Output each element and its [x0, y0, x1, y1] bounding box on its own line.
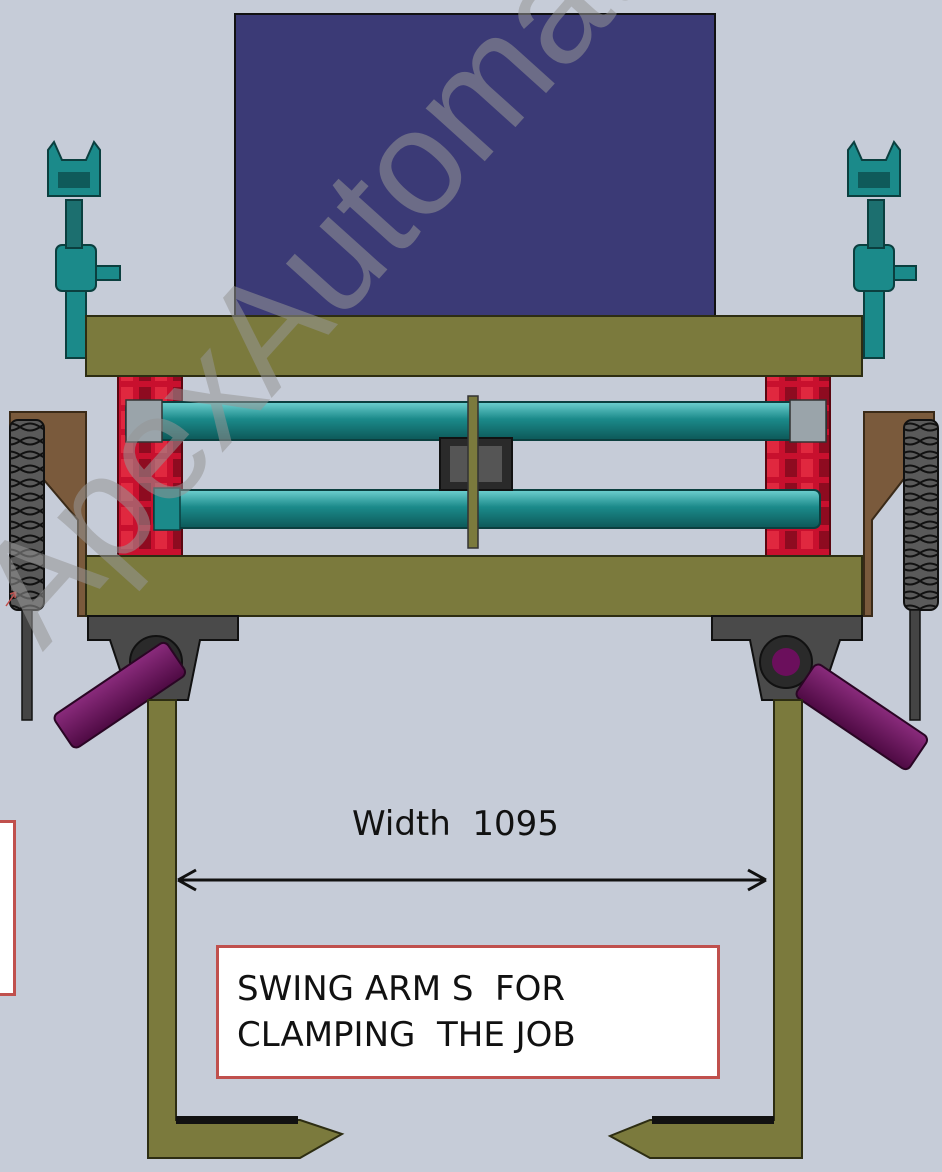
right-bracket: [863, 411, 935, 617]
right-spring: [903, 419, 939, 721]
left-top-clamp: [47, 140, 121, 359]
workpiece-block: [234, 13, 716, 317]
right-swing-cylinder: [795, 663, 929, 771]
right-top-clamp: [847, 140, 917, 359]
left-swing-cylinder: [53, 641, 187, 749]
width-dimension-label: Width 1095: [352, 804, 559, 844]
right-swing-arm: [607, 699, 803, 1159]
callout-line-1: SWING ARM S FOR: [237, 969, 565, 1009]
left-swing-arm: [147, 699, 345, 1159]
callout-text: SWING ARM S FOR CLAMPING THE JOB: [237, 966, 576, 1058]
leader-arrow-icon: [5, 591, 17, 607]
lower-cylinder: [153, 487, 821, 531]
left-spring: [9, 419, 45, 721]
width-dimension-arrow: [177, 868, 767, 892]
center-mechanism: [439, 395, 513, 549]
callout-line-2: CLAMPING THE JOB: [237, 1015, 576, 1055]
lower-olive-frame: [85, 555, 863, 617]
upper-olive-frame: [85, 315, 863, 377]
swing-arm-callout: SWING ARM S FOR CLAMPING THE JOB: [216, 945, 720, 1079]
left-callout-stub: [0, 820, 16, 996]
